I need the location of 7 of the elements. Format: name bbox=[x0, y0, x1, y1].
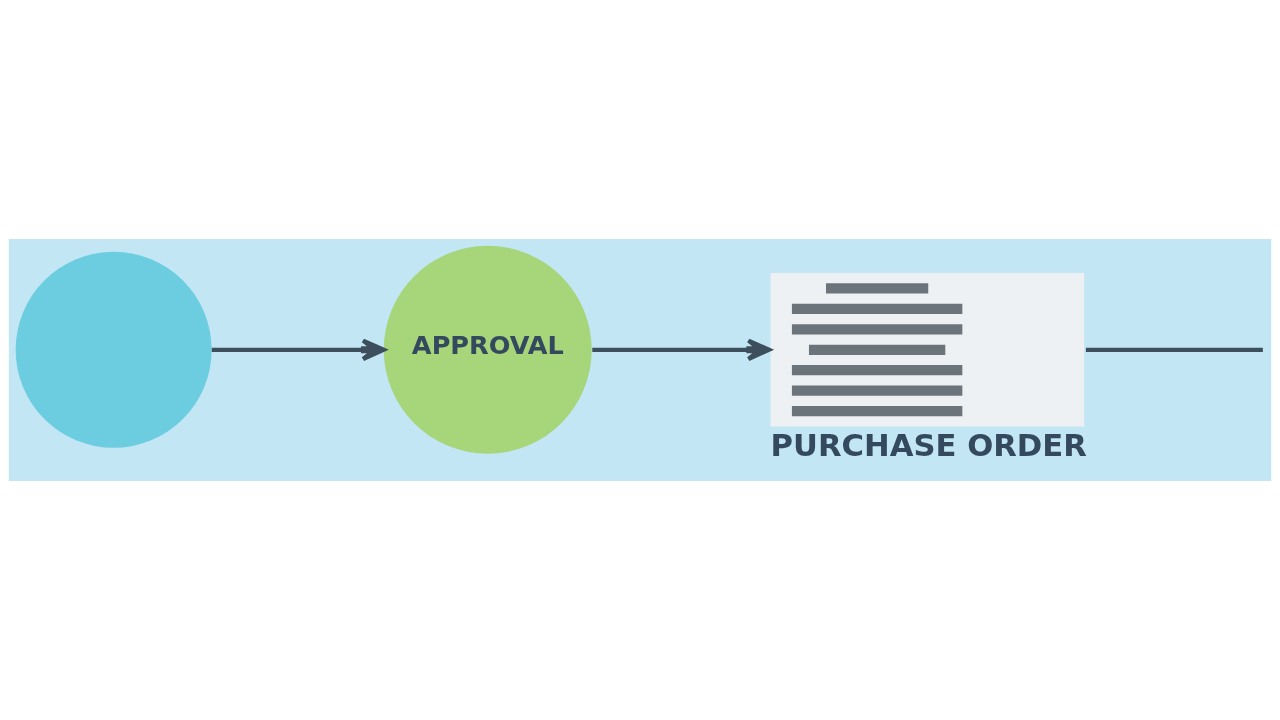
node-circle: APPROVAL bbox=[383, 245, 592, 454]
connector bbox=[1085, 347, 1263, 352]
arrow bbox=[592, 338, 772, 362]
node-box bbox=[770, 273, 1085, 427]
node-circle bbox=[15, 251, 212, 448]
node-label: PURCHASE ORDER bbox=[770, 428, 1087, 464]
arrow bbox=[211, 338, 386, 362]
